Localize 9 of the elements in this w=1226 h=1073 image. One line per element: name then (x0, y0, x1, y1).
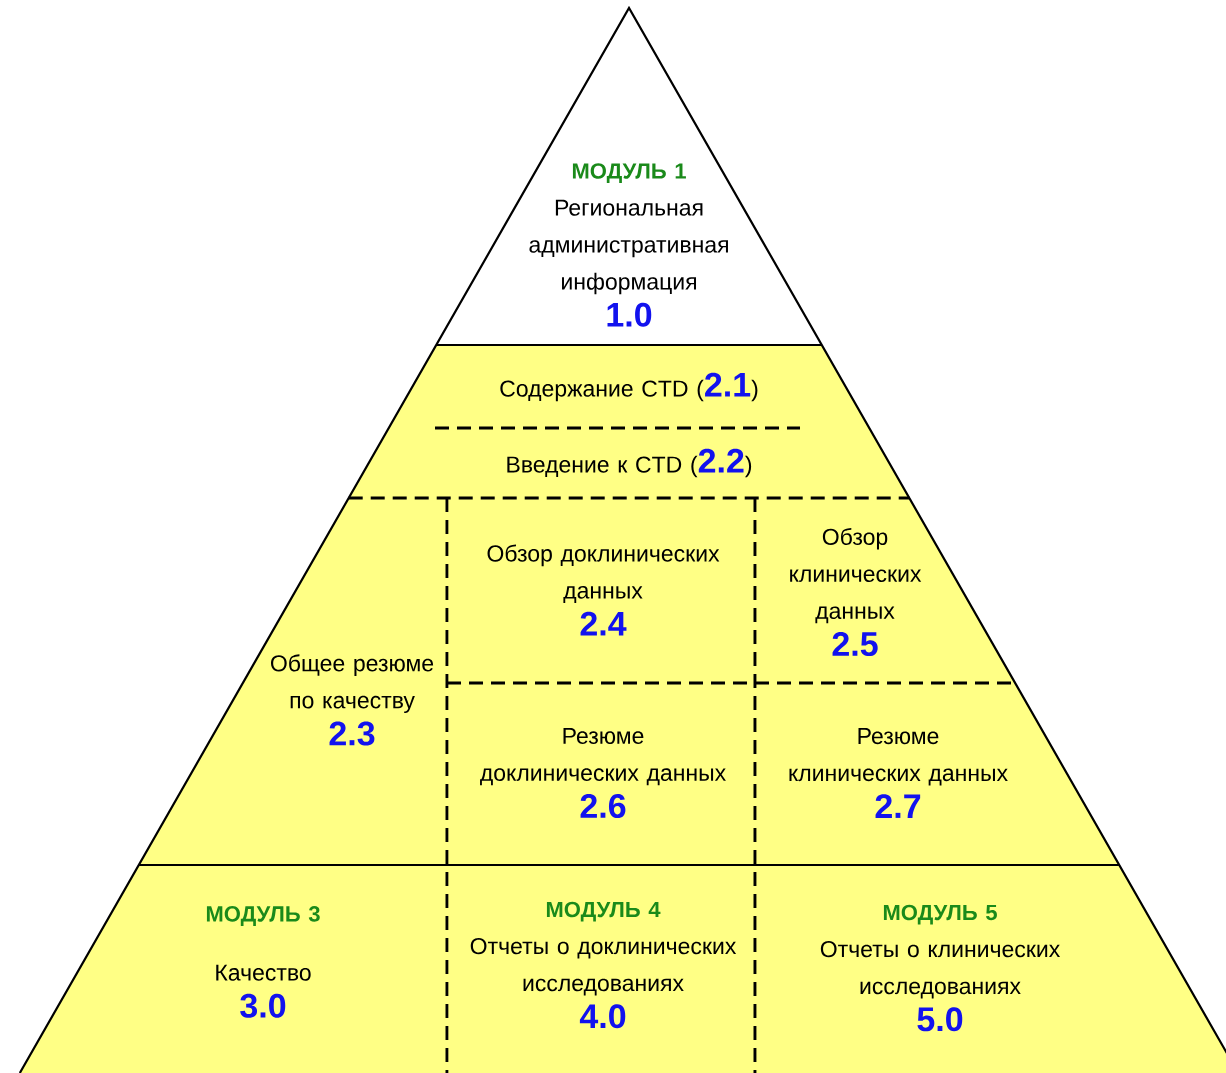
section-label: МОДУЛЬ 5 Отчеты о клинических исследованиях 5.0 (820, 904, 1060, 1032)
section-label: МОДУЛЬ 4 Отчеты о доклинических исследованиях 4.0 (470, 901, 737, 1029)
section-label: Общее резюме по качеству 2.3 (271, 654, 434, 746)
section-label: Обзор клинических данных 2.5 (790, 527, 922, 657)
section-label: Резюме доклинических данных 2.6 (480, 727, 726, 819)
section-label: МОДУЛЬ 3 Качество 3.0 (206, 906, 320, 1018)
section-label: Резюме клинических данных 2.7 (789, 728, 1008, 818)
section-label: Обзор доклинических данных 2.4 (487, 544, 720, 636)
section-label: МОДУЛЬ 1 Региональная административная информация 1.0 (529, 163, 728, 327)
